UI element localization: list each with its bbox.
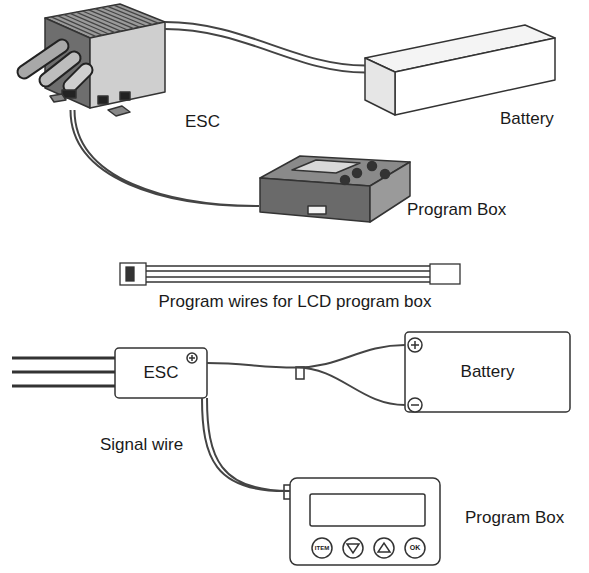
program-box-illustration — [292, 160, 360, 173]
program-wire-illustration — [146, 265, 430, 266]
program-box-illustration — [381, 170, 390, 179]
heatsink-fin — [89, 10, 134, 29]
program-box-illustration — [353, 169, 362, 178]
heatsink-fin — [114, 5, 159, 23]
program-wire-illustration — [146, 276, 430, 277]
esc-illustration — [191, 355, 193, 361]
battery-illustration — [408, 398, 422, 412]
program-wire-illustration — [430, 264, 460, 284]
heatsink-fin — [101, 8, 146, 27]
node-label: ESC — [185, 112, 220, 132]
node-label: Program Box — [407, 200, 506, 220]
heatsink-fin — [76, 12, 121, 31]
capacitor-cylinders — [70, 70, 86, 86]
wire-connector — [202, 398, 290, 491]
program-box-node: Program Box — [290, 478, 440, 565]
node-label: ESC — [144, 363, 179, 383]
esc-illustration — [187, 353, 197, 363]
battery-illustration — [408, 338, 422, 352]
battery-illustration — [414, 341, 416, 349]
program-wire-illustration — [146, 281, 430, 282]
program-wire-illustration — [120, 263, 460, 285]
esc-illustration — [12, 371, 115, 374]
battery-node: Battery — [365, 25, 555, 115]
battery-illustration — [395, 38, 555, 115]
program-box-illustration — [310, 494, 425, 526]
battery-illustration — [296, 367, 304, 379]
text-label: Signal wire — [100, 436, 183, 455]
program-wire-illustration — [120, 263, 146, 285]
program-box-illustration — [370, 162, 410, 222]
heatsink-fin — [70, 13, 115, 32]
capacitor-cylinders — [24, 46, 86, 86]
heatsink-fins — [51, 5, 159, 37]
wire-connector — [71, 110, 260, 206]
program-box-illustration — [341, 176, 350, 185]
heatsink-fin — [64, 15, 109, 35]
program-box-illustration — [284, 478, 440, 565]
button-label: ITEM — [315, 545, 329, 552]
program-box-illustration — [368, 162, 377, 171]
text-label: Program wires for LCD program box — [158, 293, 431, 312]
program-box-illustration — [374, 538, 394, 558]
node-label: Battery — [461, 362, 515, 382]
esc-illustration — [12, 385, 115, 388]
capacitor-cylinders — [70, 70, 86, 86]
battery-illustration — [365, 25, 555, 115]
esc-illustration — [12, 357, 115, 360]
node-label: Battery — [500, 109, 554, 129]
wire-connector — [207, 345, 405, 405]
program-box-illustration — [343, 538, 363, 558]
button-label: OK — [410, 544, 421, 552]
program-box-illustration — [290, 478, 440, 565]
esc-illustration — [115, 348, 207, 398]
battery-illustration — [296, 332, 570, 412]
battery-illustration — [411, 404, 419, 406]
program-box-illustration — [260, 156, 410, 222]
program-box-illustration — [260, 178, 370, 222]
program-box-illustration — [378, 543, 390, 552]
heatsink-fin — [51, 17, 96, 37]
esc-illustration — [108, 106, 130, 116]
program-wire-illustration — [146, 270, 430, 271]
esc-node: ESC — [115, 348, 207, 398]
esc-illustration — [50, 94, 66, 102]
battery-illustration — [365, 58, 395, 115]
program-wire-illustration — [126, 267, 134, 281]
heatsink-fin — [83, 11, 128, 30]
esc-illustration — [24, 4, 165, 116]
program-box-node: Program Box — [255, 155, 410, 223]
battery-illustration — [405, 332, 570, 412]
wire-connector — [165, 22, 365, 73]
esc-illustration — [12, 348, 207, 398]
program-box-illustration — [347, 544, 359, 553]
program-box-illustration — [308, 206, 326, 214]
esc-illustration — [98, 96, 108, 104]
program-box-illustration — [405, 538, 425, 558]
node-label: Program Box — [465, 508, 564, 528]
esc-node: ESC — [30, 4, 165, 110]
battery-node: Battery — [405, 332, 570, 412]
esc-illustration — [120, 92, 130, 100]
heatsink-fin — [58, 16, 103, 36]
program-box-illustration — [312, 538, 332, 558]
heatsink-fin — [95, 9, 140, 28]
heatsink-fin — [108, 6, 153, 24]
